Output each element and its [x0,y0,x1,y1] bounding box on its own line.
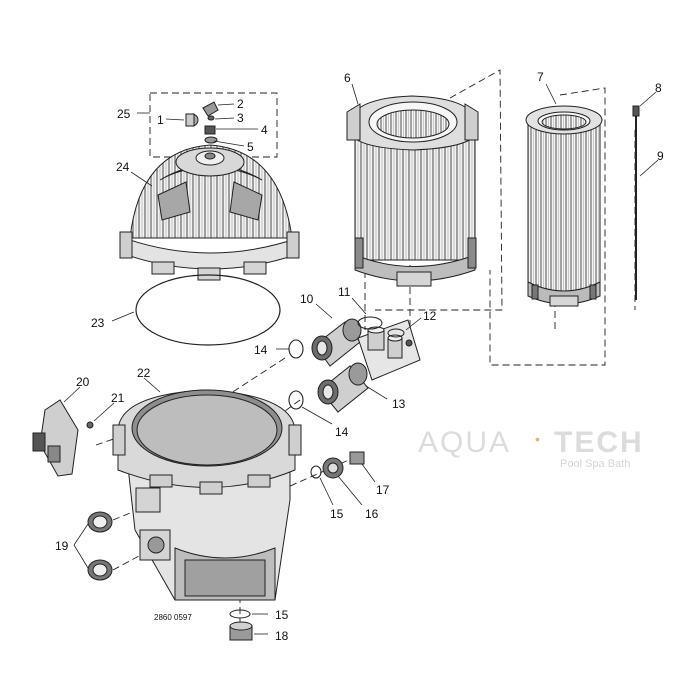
part-6-filter-cartridge [346,95,479,287]
callout-11: 11 [338,285,351,299]
callout-8: 8 [655,81,662,95]
watermark-brand-dot: • [535,431,540,447]
callout-4: 4 [261,123,268,137]
callout-22: 22 [137,366,151,380]
part-15-drain-o-ring [229,609,251,619]
parts-1-5-air-relief-assembly [185,101,219,144]
callout-15-bottom: 15 [275,608,289,622]
callout-labels: 1 2 3 4 5 6 7 8 9 10 11 12 13 14 14 15 1… [55,70,664,643]
part-20-pressure-gauge [32,399,79,477]
callout-12: 12 [423,309,437,323]
part-18-drain-plug [229,621,253,641]
callout-18: 18 [275,629,289,643]
watermark-logo: AQUA • TECH Pool Spa Bath [418,426,644,470]
callout-24: 24 [116,160,130,174]
part-14-o-ring-upper [288,339,304,359]
part-14-o-ring-lower [288,390,304,410]
callout-5: 5 [247,140,254,154]
callout-14-upper: 14 [254,343,268,357]
parts-15-17-drain-fittings [310,451,365,479]
callout-25: 25 [117,107,131,121]
callout-19: 19 [55,539,69,553]
callout-14-lower: 14 [335,425,349,439]
part-7-inner-cartridge [525,105,603,307]
callout-17: 17 [376,483,390,497]
callout-9: 9 [657,149,664,163]
callout-6: 6 [344,71,351,85]
callout-1: 1 [157,113,164,127]
callout-10: 10 [300,292,314,306]
watermark-brand-bold: TECH [554,426,644,459]
callout-3: 3 [237,111,244,125]
part-24-filter-lid [119,144,300,281]
part-8-9-tie-rod [632,105,640,300]
watermark-brand-light: AQUA [418,426,511,459]
callout-7: 7 [537,70,544,84]
callout-21: 21 [111,391,125,405]
callout-23: 23 [91,316,105,330]
part-22-filter-tank [112,389,302,601]
drawing-number: 2860 0597 [154,613,192,622]
parts-10-13-manifold [311,316,421,413]
callout-20: 20 [76,375,90,389]
part-19-union-rings [87,511,113,581]
callout-16: 16 [365,507,379,521]
callout-15-side: 15 [330,507,344,521]
watermark-tagline: Pool Spa Bath [560,458,630,470]
part-21-small-fitting [86,421,94,429]
callout-13: 13 [392,397,406,411]
part-23-lid-o-ring [135,274,281,346]
callout-leader-lines [63,83,659,635]
callout-2: 2 [237,97,244,111]
